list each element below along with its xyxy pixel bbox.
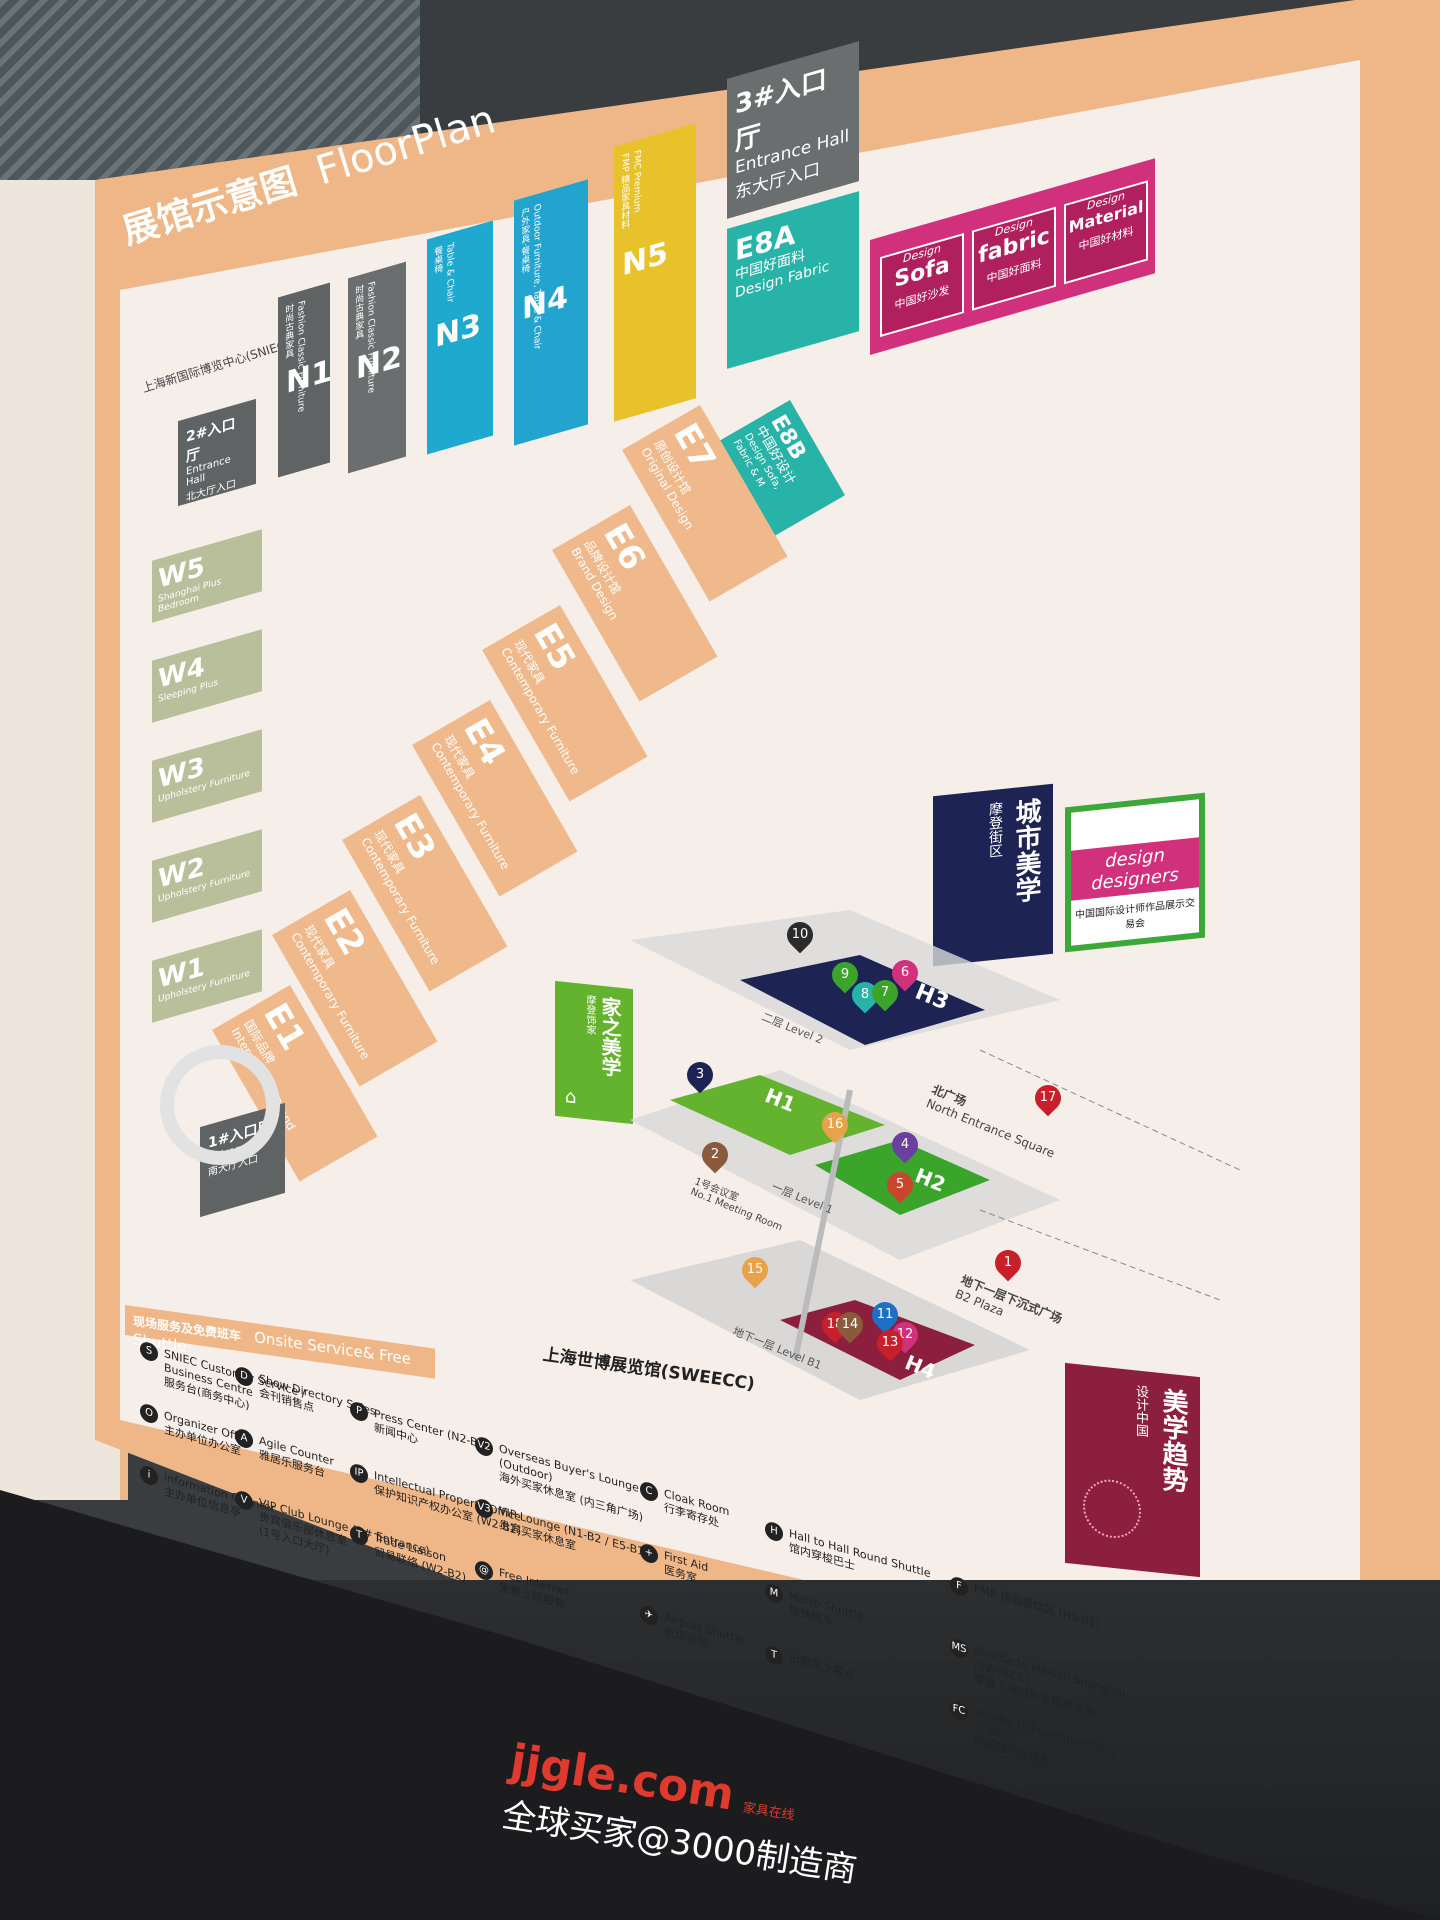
legend-icon: V [235,1489,253,1513]
legend-icon: V2 [475,1435,493,1459]
hall-n4-en: Outdoor Furniture, Table & Chair [531,202,542,352]
hall-n2-cn: 时尚古典家具 [353,283,364,341]
map-pin-number: 16 [826,1117,844,1132]
map-pin-number: 1 [1003,1255,1013,1270]
hall-n3-cn: 餐桌椅 [432,245,443,275]
city-beauty-sub: 摩登街区 [987,800,1003,859]
b2-plaza-outline [979,1209,1221,1301]
map-pin-2[interactable]: 2 [696,1136,734,1174]
map-pin-number: 10 [791,927,809,942]
entrance-1-plaza [160,1045,280,1165]
hall-n3-code: N3 [435,307,481,356]
legend-icon: P [350,1400,368,1424]
trend-title: 美学趋势 [1158,1386,1188,1494]
legend-icon: + [640,1542,658,1566]
map-pin-3[interactable]: 3 [681,1056,719,1094]
hall-n1-en: Fashion Classic Furniture [295,299,306,414]
legend-icon: i [140,1464,158,1488]
hall-n1-cn: 时尚古典家具 [283,303,294,360]
legend-icon: M [765,1582,783,1606]
legend-icon: A [235,1427,253,1451]
map-pin-number: 4 [900,1137,910,1152]
hall-n2-en: Fashion Classic Furniture [365,280,376,395]
hall-n4-cn: 户外家具·餐桌椅 [519,206,530,275]
map-pin-number: 3 [695,1067,705,1082]
trend-banner[interactable]: 美学趋势 设计中国 [1065,1362,1200,1578]
home-beauty-sub: 摩登饰家 [584,993,595,1036]
legend-icon: C [640,1480,658,1504]
map-pin-15[interactable]: 15 [736,1251,774,1289]
trend-sub: 设计中国 [1133,1384,1148,1438]
hall-n2-code: N2 [356,339,402,388]
map-pin-13[interactable]: 13 [871,1324,909,1362]
map-pin-number: 6 [900,965,910,980]
hall-n5-en: FMC Premium [631,148,642,214]
legend-icon: T [350,1524,368,1548]
legend-icon: V3 [475,1497,493,1521]
legend-icon: @ [475,1559,493,1583]
house-icon: ⌂ [565,1085,577,1109]
map-pin-14[interactable]: 14 [831,1306,869,1344]
map-pin-number: 14 [841,1317,859,1332]
globe-icon [1083,1476,1141,1541]
legend-icon: O [140,1402,158,1426]
legend-icon: D [235,1365,253,1389]
map-pin-1[interactable]: 1 [989,1244,1027,1282]
map-pin-number: 17 [1039,1090,1057,1105]
footer-brand-tag: 家具在线 [741,1800,796,1824]
map-pin-number: 15 [746,1262,764,1277]
map-pin-number: 13 [881,1335,899,1350]
map-pin-17[interactable]: 17 [1029,1079,1067,1117]
map-pin-6[interactable]: 6 [886,954,924,992]
map-pin-number: 2 [710,1147,720,1162]
north-square-outline [979,1049,1241,1171]
map-pin-16[interactable]: 16 [816,1106,854,1144]
hall-n5-code: N5 [622,235,668,284]
legend-icon: FC [950,1699,968,1723]
hall-n5-cn: FMP 精品家具材料 [619,152,630,231]
legend-icon: MS [950,1637,968,1661]
map-pin-5[interactable]: 5 [881,1166,919,1204]
map-pin-10[interactable]: 10 [781,916,819,954]
legend-icon: ✈ [640,1604,658,1628]
map-pin-4[interactable]: 4 [886,1126,924,1164]
legend-icon: H [765,1520,783,1544]
legend-icon: S [140,1340,158,1364]
hall-n3-en: Table & Chair [444,241,455,305]
map-pin-number: 5 [895,1177,905,1192]
legend-icon: IP [350,1462,368,1486]
